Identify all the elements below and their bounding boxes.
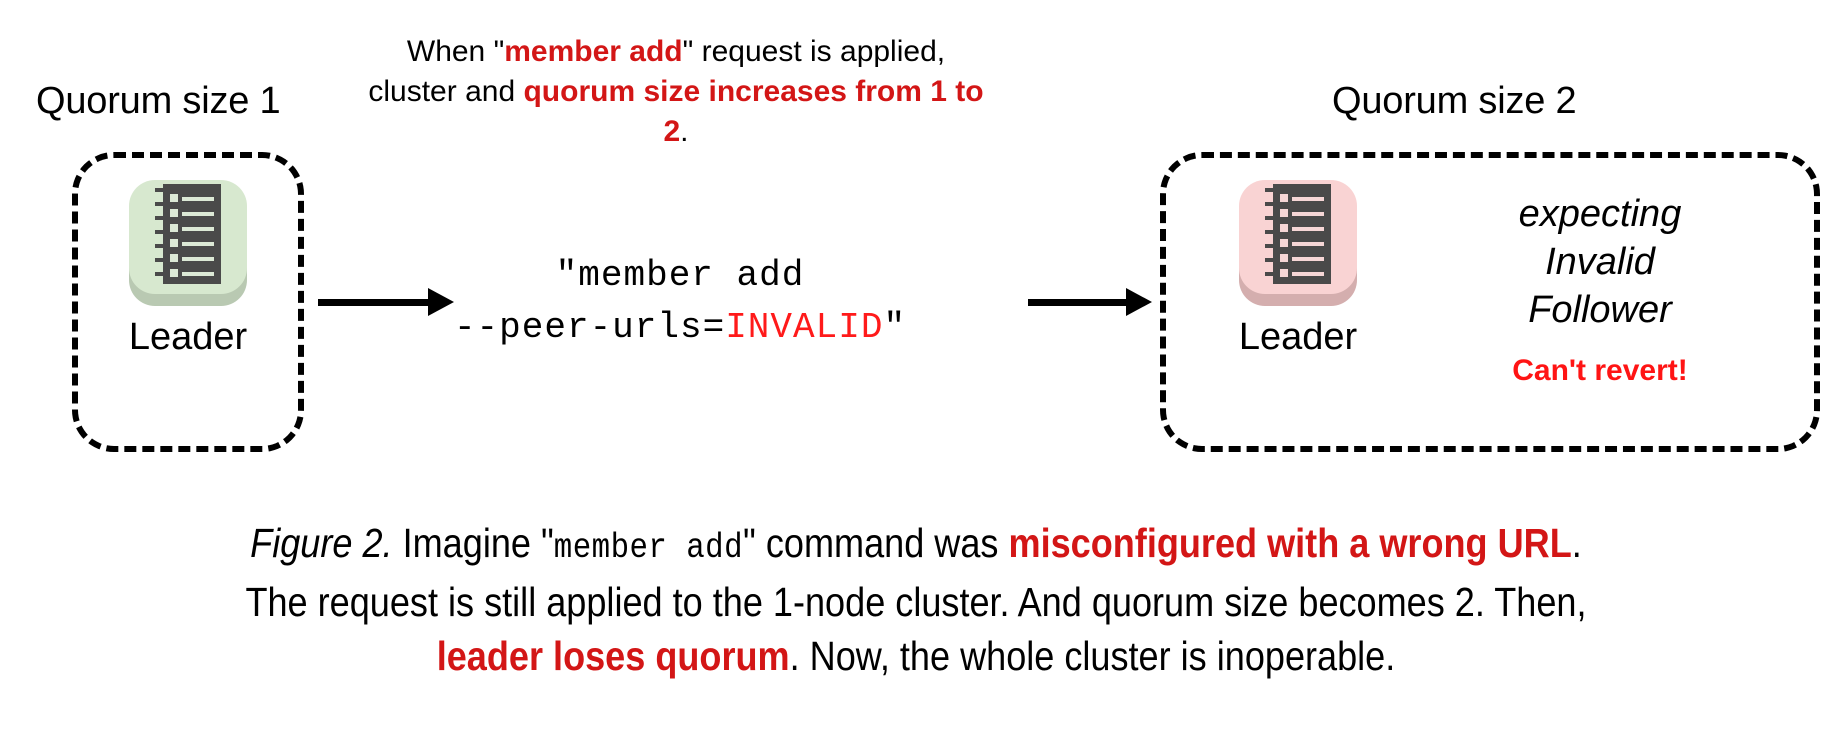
server-rack-glyph	[1265, 184, 1331, 284]
arrow-head	[428, 288, 454, 316]
arrow-shaft	[318, 299, 430, 306]
command-line2-suffix: "	[883, 307, 907, 348]
top-note-part1: When "	[406, 35, 505, 68]
caption-seg2: " command was	[743, 520, 1009, 566]
command-line2-prefix: --peer-urls=	[453, 307, 726, 348]
cant-revert-warning: Can't revert!	[1512, 354, 1688, 387]
left-node: Leader	[108, 176, 268, 360]
command-line1: "member add	[555, 255, 805, 296]
right-node-label: Leader	[1238, 316, 1358, 358]
arrow-command-to-right	[1028, 282, 1152, 322]
command-text: "member add --peer-urls=INVALID"	[440, 250, 920, 354]
caption-emphasis-2: leader loses quorum	[436, 633, 790, 679]
arrow-shaft	[1028, 299, 1128, 306]
state-line-1: expecting	[1518, 193, 1682, 235]
caption-line-3: leader loses quorum. Now, the whole clus…	[145, 629, 1687, 683]
top-note-emphasis1: member add	[504, 35, 683, 68]
caption-emphasis-1: misconfigured with a wrong URL	[1008, 520, 1572, 566]
right-node: Leader	[1218, 176, 1378, 360]
server-rack-icon	[126, 176, 250, 306]
top-note-emphasis2: quorum size increases from 1 to 2	[523, 75, 984, 148]
arrow-head	[1126, 288, 1152, 316]
caption-line-2: The request is still applied to the 1-no…	[245, 579, 1587, 625]
state-line-3: Follower	[1528, 289, 1672, 331]
left-node-label: Leader	[128, 316, 248, 358]
command-invalid-token: INVALID	[725, 307, 884, 348]
right-panel-title: Quorum size 2	[1332, 80, 1577, 122]
caption-mono-command: member add	[553, 528, 744, 568]
caption-line-1: Figure 2. Imagine "member add" command w…	[145, 516, 1687, 575]
caption-seg3: .	[1571, 520, 1582, 566]
right-state-text: expecting Invalid Follower Can't revert!	[1430, 190, 1770, 388]
left-panel-title: Quorum size 1	[36, 80, 281, 122]
server-rack-glyph	[155, 184, 221, 284]
top-annotation: When "member add" request is applied, cl…	[366, 32, 986, 152]
server-rack-icon	[1236, 176, 1360, 306]
caption-seg4: . Now, the whole cluster is inoperable.	[789, 633, 1396, 679]
top-note-part3: .	[680, 115, 689, 148]
caption-seg1: Imagine "	[392, 520, 554, 566]
top-note-part2: " request is applied, cluster and	[368, 35, 946, 108]
state-line-2: Invalid	[1545, 241, 1655, 283]
figure-caption: Figure 2. Imagine "member add" command w…	[145, 516, 1687, 683]
arrow-left-to-command	[318, 282, 454, 322]
figure-label: Figure 2.	[250, 520, 393, 566]
